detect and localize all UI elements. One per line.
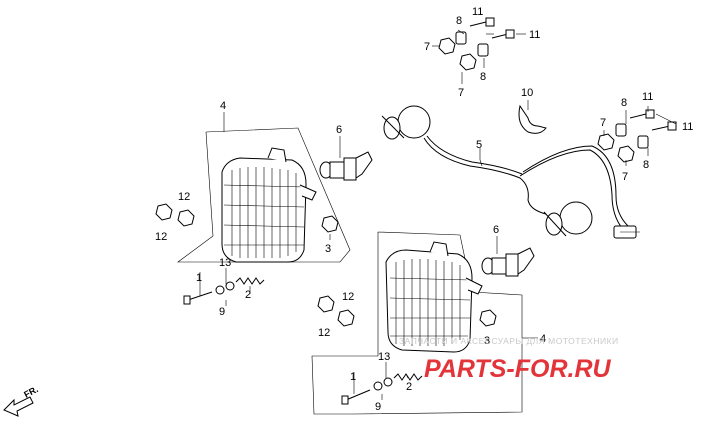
watermark: ЗАПЧАСТИ И АКСЕССУАРЫ ДЛЯ МОТОТЕХНИКИ PA… bbox=[399, 336, 619, 383]
lower-headlight-assembly bbox=[311, 231, 538, 415]
callout-12-upper-b: 12 bbox=[155, 231, 167, 243]
bulb-lower bbox=[481, 236, 535, 277]
callout-11-right-b: 11 bbox=[682, 121, 693, 133]
nut-7b bbox=[459, 53, 477, 71]
callout-11-right-a: 11 bbox=[642, 91, 653, 103]
nut-3-upper bbox=[321, 215, 339, 233]
callout-12-upper-a: 12 bbox=[178, 191, 190, 203]
callout-1-lower: 1 bbox=[350, 371, 356, 383]
nut-3-lower bbox=[479, 309, 497, 327]
callout-8-right-a: 8 bbox=[621, 97, 627, 109]
hardware-left-lower bbox=[317, 295, 497, 327]
bolt-11b bbox=[505, 29, 515, 39]
callout-5: 5 bbox=[476, 139, 482, 151]
callout-11-top-b: 11 bbox=[529, 29, 540, 41]
hardware-right bbox=[597, 109, 677, 163]
callout-7-right-a: 7 bbox=[600, 117, 606, 129]
adjuster-lower bbox=[341, 373, 423, 405]
bolt-11 bbox=[485, 17, 495, 27]
lower-mount-ear bbox=[429, 241, 449, 257]
callout-2-lower: 2 bbox=[406, 381, 412, 393]
callout-13-lower: 13 bbox=[378, 351, 390, 363]
lower-headlight-lens bbox=[385, 249, 473, 353]
callout-8-top-b: 8 bbox=[480, 71, 486, 83]
callout-6-lower: 6 bbox=[493, 224, 499, 236]
callout-4-upper: 4 bbox=[220, 100, 226, 112]
callout-12-lower-b: 12 bbox=[318, 327, 330, 339]
callout-9-lower: 9 bbox=[375, 401, 381, 413]
callout-1-upper: 1 bbox=[196, 272, 202, 284]
upper-headlight-assembly bbox=[177, 112, 351, 263]
upper-side-ear bbox=[299, 184, 317, 201]
callout-9-upper: 9 bbox=[219, 306, 225, 318]
lower-socket bbox=[559, 201, 593, 235]
callout-12-lower-a: 12 bbox=[342, 291, 354, 303]
upper-lens-ribs bbox=[223, 167, 305, 258]
front-label: FR. bbox=[22, 384, 39, 400]
wiring-harness bbox=[381, 105, 640, 239]
callout-7-top-a: 7 bbox=[424, 41, 430, 53]
collar-8b bbox=[477, 43, 489, 57]
callout-3-upper: 3 bbox=[325, 243, 331, 255]
watermark-brand: PARTS-FOR.RU bbox=[424, 355, 612, 383]
lower-lens-ribs bbox=[389, 259, 471, 346]
callout-2-upper: 2 bbox=[245, 289, 251, 301]
callout-6-upper: 6 bbox=[336, 124, 342, 136]
hardware-top bbox=[438, 17, 515, 71]
front-arrow-icon bbox=[3, 396, 34, 417]
clamp-10 bbox=[518, 100, 547, 134]
upper-group-bracket bbox=[177, 127, 351, 263]
callout-13-upper: 13 bbox=[219, 257, 231, 269]
leader-lines bbox=[199, 29, 677, 400]
callout-3-lower: 3 bbox=[484, 335, 490, 347]
callout-11-top-a: 11 bbox=[472, 6, 483, 18]
front-direction-indicator: FR. bbox=[3, 384, 40, 417]
callout-8-right-b: 8 bbox=[643, 159, 649, 171]
bulb-upper bbox=[319, 136, 373, 181]
upper-mount-ear bbox=[267, 147, 287, 163]
callout-4-lower: 4 bbox=[540, 333, 546, 345]
lower-side-ear bbox=[465, 277, 483, 295]
callout-labels: 4 4 5 6 6 10 8 8 8 8 7 7 7 7 11 11 11 11… bbox=[155, 6, 693, 413]
callout-7-top-b: 7 bbox=[458, 87, 464, 99]
adjuster-upper bbox=[183, 277, 265, 305]
nut-7 bbox=[438, 37, 456, 55]
hardware-left-upper bbox=[155, 203, 339, 233]
upper-socket bbox=[397, 105, 431, 139]
collar-8 bbox=[455, 31, 467, 45]
callout-8-top-a: 8 bbox=[456, 15, 462, 27]
callout-7-right-b: 7 bbox=[622, 171, 628, 183]
watermark-caption: ЗАПЧАСТИ И АКСЕССУАРЫ ДЛЯ МОТОТЕХНИКИ bbox=[399, 336, 619, 346]
callout-10: 10 bbox=[521, 87, 533, 99]
